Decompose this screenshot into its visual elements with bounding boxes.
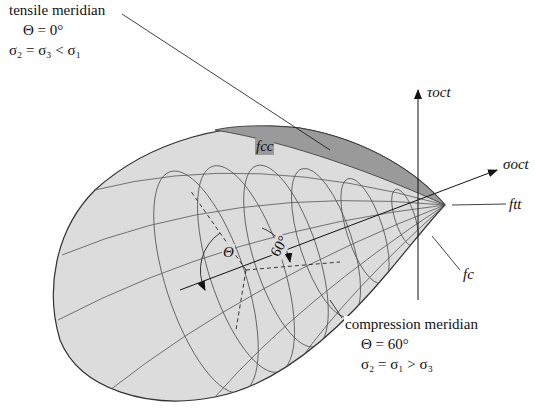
strength-label: ftt — [508, 196, 523, 213]
stress-condition: σ₂ = σ₁ > σ₃ — [360, 356, 434, 373]
axis-label: σoct — [502, 156, 530, 173]
strength-label: fcc — [255, 138, 274, 155]
angle-label: Θ = 60° — [360, 336, 410, 353]
heading-label: compression meridian — [344, 316, 479, 333]
angle-label: Θ = 0° — [22, 22, 64, 39]
angle-symbol: Θ — [222, 244, 235, 261]
heading-label: tensile meridian — [8, 2, 106, 19]
stress-condition: σ₂ = σ₃ < σ₁ — [8, 42, 82, 59]
strength-label: fc — [462, 266, 475, 283]
axis-label: τoct — [426, 84, 452, 101]
